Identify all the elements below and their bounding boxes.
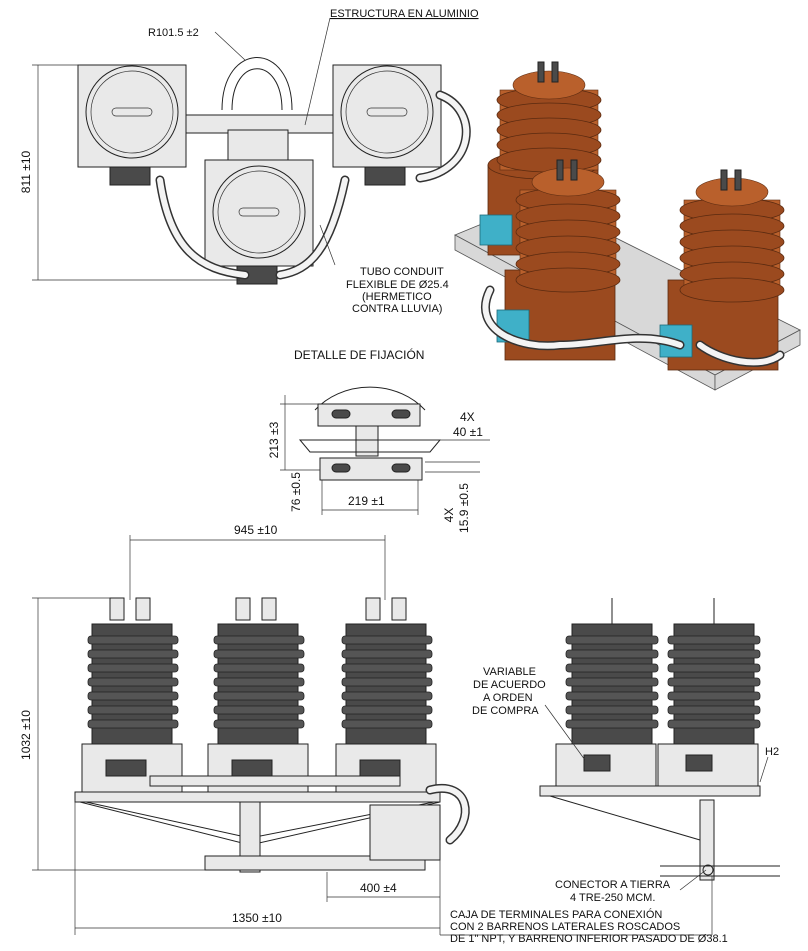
dim-detail-76: 76 ±0.5 — [289, 472, 303, 512]
dim-spacing: 945 ±10 — [234, 523, 278, 537]
dim-detail-height: 213 ±3 — [267, 421, 281, 458]
label-variable-4: DE COMPRA — [472, 705, 539, 717]
dim-detail-40: 40 ±1 — [453, 425, 483, 439]
front-view: 945 ±10 — [19, 523, 470, 935]
dim-detail-15: 15.9 ±0.5 — [457, 483, 471, 533]
label-conduit-4: CONTRA LLUVIA) — [352, 303, 442, 315]
label-box-2: CON 2 BARRENOS LATERALES ROSCADOS — [450, 921, 680, 933]
dim-front-height: 1032 ±10 — [19, 710, 33, 760]
dim-overall-width: 1350 ±10 — [232, 911, 282, 925]
label-box-3: DE 1" NPT, Y BARRENO INFERIOR PASADO DE … — [450, 933, 728, 945]
dim-top-height: 811 ±10 — [19, 150, 33, 193]
detail-title: DETALLE DE FIJACIÓN — [294, 347, 424, 362]
label-structure: ESTRUCTURA EN ALUMINIO — [330, 8, 479, 20]
label-conduit-2: FLEXIBLE DE Ø25.4 — [346, 279, 449, 291]
label-variable-1: VARIABLE — [483, 666, 536, 678]
dim-detail-qty-bottom: 4X — [442, 508, 456, 523]
side-view: VARIABLE DE ACUERDO A ORDEN DE COMPRA H2… — [440, 598, 780, 945]
dim-bracket: 400 ±4 — [360, 881, 397, 895]
dim-detail-219: 219 ±1 — [348, 494, 385, 508]
label-h2: H2 — [765, 746, 779, 758]
label-ground-2: 4 TRE-250 MCM. — [570, 892, 655, 904]
isometric-view — [454, 61, 801, 391]
label-ground-1: CONECTOR A TIERRA — [555, 879, 671, 891]
label-box-1: CAJA DE TERMINALES PARA CONEXIÓN — [450, 908, 662, 921]
top-view: 811 ±10 ESTRUCTURA EN ALUMINIO R101.5 ±2… — [19, 8, 479, 315]
label-conduit-3: (HERMETICO — [362, 291, 432, 303]
label-radius: R101.5 ±2 — [148, 27, 199, 39]
label-conduit-1: TUBO CONDUIT — [360, 266, 444, 278]
fixing-detail: DETALLE DE FIJACIÓN 213 ±3 76 ±0.5 219 ±… — [267, 347, 490, 533]
label-variable-3: A ORDEN — [483, 692, 533, 704]
label-variable-2: DE ACUERDO — [473, 679, 546, 691]
dim-detail-qty-top: 4X — [460, 410, 475, 424]
